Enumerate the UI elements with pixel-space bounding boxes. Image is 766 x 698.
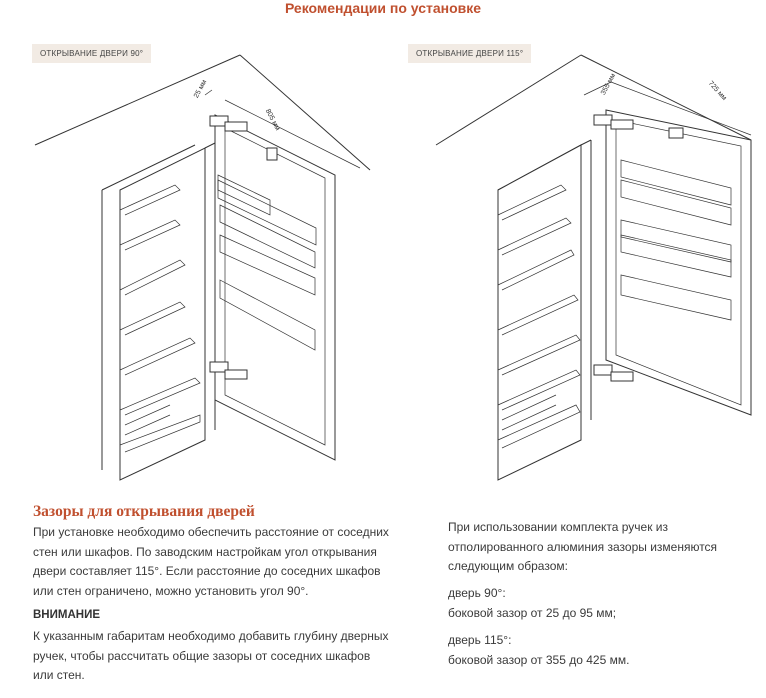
door-115-label: дверь 115°:: [448, 633, 512, 647]
paragraph-line: стен или шкафов. По заводским настройкам…: [33, 544, 377, 559]
handle-kit-text: При использовании комплекта ручек из отп…: [448, 518, 717, 577]
section-title: Зазоры для открывания дверей: [33, 503, 255, 520]
warning-line: К указанным габаритам необходимо добавит…: [33, 629, 389, 643]
handle-kit-line: При использовании комплекта ручек из: [448, 520, 669, 534]
fridge-90-diagram: [34, 54, 371, 481]
handle-kit-line: отполированного алюминия зазоры изменяют…: [448, 539, 718, 554]
paragraph-line: двери составляет 115°. Если расстояние д…: [33, 564, 381, 578]
door-90-gaps: дверь 90°: боковой зазор от 25 до 95 мм;: [448, 584, 616, 623]
door-115-gap: боковой зазор от 355 до 425 мм.: [448, 652, 630, 667]
paragraph-clearance: При установке необходимо обеспечить расс…: [33, 523, 389, 601]
door-90-tag: ОТКРЫВАНИЕ ДВЕРИ 90°: [32, 44, 152, 63]
warning-line: ручек, чтобы рассчитать общие зазоры от …: [33, 648, 371, 663]
door-90-gap: боковой зазор от 25 до 95 мм;: [448, 605, 617, 620]
handle-kit-line: следующим образом:: [448, 559, 568, 573]
page-title: Рекомендации по установке: [284, 0, 482, 16]
warning-text: К указанным габаритам необходимо добавит…: [33, 627, 389, 686]
warning-line: или стен.: [33, 668, 85, 682]
paragraph-line: При установке необходимо обеспечить расс…: [33, 525, 389, 539]
door-90-label: дверь 90°:: [448, 586, 506, 600]
warning-title: ВНИМАНИЕ: [33, 609, 101, 621]
paragraph-line: или стен ограничено, можно установить уг…: [33, 583, 309, 598]
door-115-gaps: дверь 115°: боковой зазор от 355 до 425 …: [448, 631, 629, 670]
door-115-tag: ОТКРЫВАНИЕ ДВЕРИ 115°: [408, 44, 532, 63]
fridge-115-diagram: [435, 54, 752, 481]
